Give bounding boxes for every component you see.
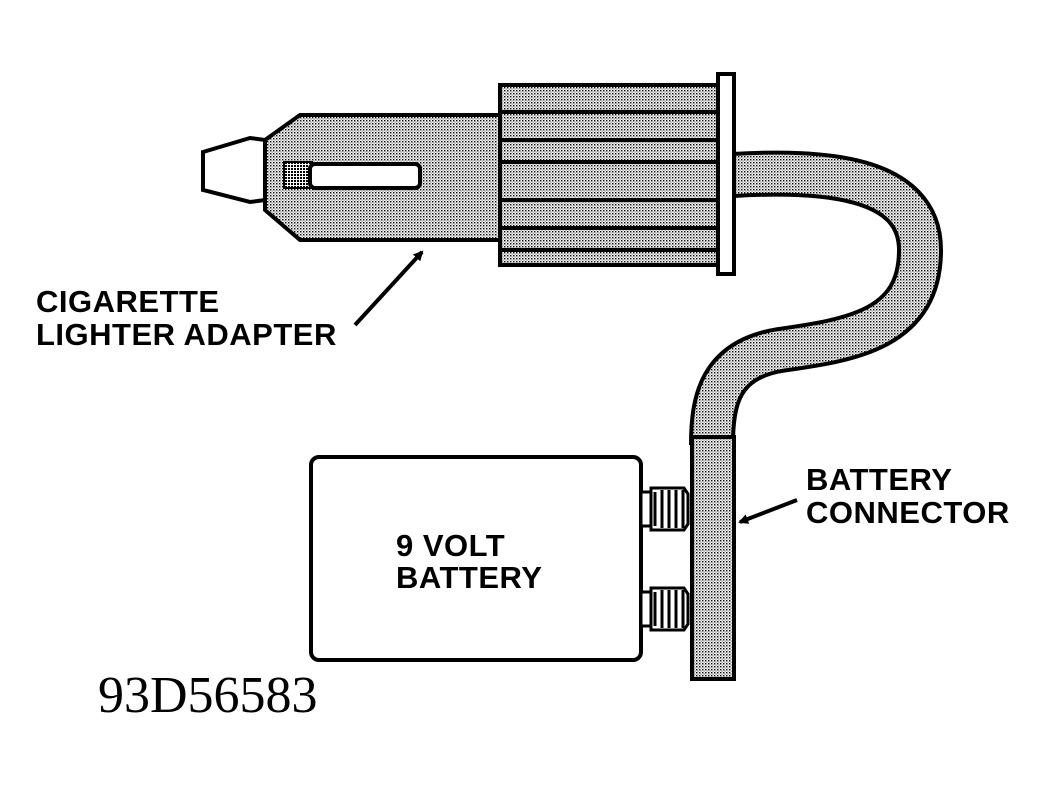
side-contact-hatch	[283, 161, 313, 189]
battery-body	[309, 455, 643, 662]
grip-ridges	[502, 110, 718, 252]
adapter-leader-arrow	[353, 250, 424, 327]
cigarette-lighter-adapter-label: CIGARETTE LIGHTER ADAPTER	[36, 285, 337, 351]
adapter-label-line1: CIGARETTE	[36, 284, 220, 319]
adapter-label-line2: LIGHTER ADAPTER	[36, 317, 337, 352]
connector-label-line2: CONNECTOR	[806, 495, 1010, 530]
battery-label-line2: BATTERY	[396, 560, 543, 595]
battery-terminal-bottom	[639, 586, 690, 632]
battery-connector	[690, 435, 736, 681]
connector-leader-arrow	[738, 498, 798, 524]
battery-terminal-top	[639, 486, 690, 532]
cable	[689, 150, 944, 446]
plug-flange	[716, 72, 736, 276]
nine-volt-battery-label: 9 VOLT BATTERY	[396, 530, 542, 594]
battery-connector-label: BATTERY CONNECTOR	[806, 463, 1010, 529]
battery-label-line1: 9 VOLT	[396, 528, 506, 563]
cigarette-lighter-plug	[201, 72, 736, 276]
nine-volt-battery	[309, 455, 690, 662]
side-contact-slot	[308, 162, 422, 190]
figure-code: 93D56583	[98, 667, 318, 724]
plug-tip	[201, 135, 267, 205]
connector-label-line1: BATTERY	[806, 462, 953, 497]
